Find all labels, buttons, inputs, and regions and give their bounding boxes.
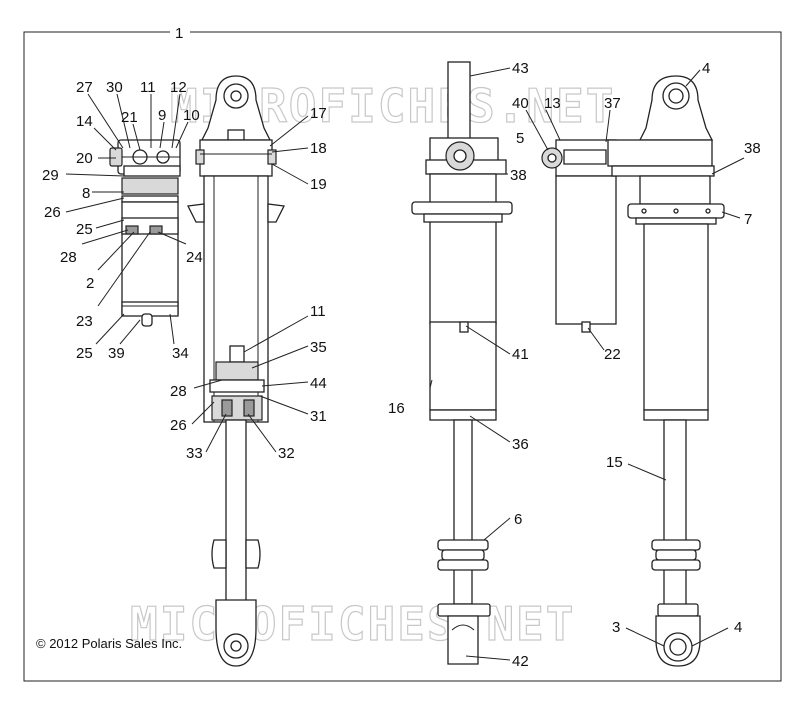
- callout-28-lower: 28: [170, 383, 187, 400]
- callout-31: 31: [310, 408, 327, 425]
- callout-38-right: 38: [744, 140, 761, 157]
- callout-5: 5: [516, 130, 524, 147]
- callout-11: 11: [140, 79, 156, 96]
- callout-16: 16: [388, 400, 405, 417]
- callout-20: 20: [76, 150, 93, 167]
- callout-9: 9: [158, 107, 166, 124]
- callout-2: 2: [86, 275, 94, 292]
- callout-3: 3: [612, 619, 620, 636]
- callout-36: 36: [512, 436, 529, 453]
- callout-35: 35: [310, 339, 327, 356]
- shock-side-view: [411, 61, 513, 665]
- callout-39: 39: [108, 345, 125, 362]
- callout-21: 21: [121, 109, 138, 126]
- copyright-notice: © 2012 Polaris Sales Inc.: [36, 636, 182, 651]
- callout-6: 6: [514, 511, 522, 528]
- callout-23: 23: [76, 313, 93, 330]
- callout-38: 38: [510, 167, 527, 184]
- shock-right-view: [563, 75, 725, 667]
- callout-25: 25: [76, 221, 93, 238]
- diagram-frame: [23, 31, 782, 682]
- callout-11-lower: 11: [310, 303, 326, 320]
- callout-26: 26: [44, 204, 61, 221]
- callout-37: 37: [604, 95, 621, 112]
- callout-17: 17: [310, 105, 327, 122]
- reservoir-external: [541, 139, 617, 333]
- callout-29: 29: [42, 167, 59, 184]
- callout-32: 32: [278, 445, 295, 462]
- callout-22: 22: [604, 346, 621, 363]
- callout-26-lower: 26: [170, 417, 187, 434]
- callout-28: 28: [60, 249, 77, 266]
- callout-assembly: 1: [175, 25, 183, 42]
- callout-42: 42: [512, 653, 529, 670]
- callout-41: 41: [512, 346, 529, 363]
- callout-40: 40: [512, 95, 529, 112]
- callout-13: 13: [544, 95, 561, 112]
- callout-27: 27: [76, 79, 93, 96]
- callout-24: 24: [186, 249, 203, 266]
- callout-44: 44: [310, 375, 327, 392]
- callout-33: 33: [186, 445, 203, 462]
- callout-18: 18: [310, 140, 327, 157]
- callout-30: 30: [106, 79, 123, 96]
- callout-19: 19: [310, 176, 327, 193]
- watermark-bottom: MICROFICHES.NET: [130, 597, 575, 651]
- callout-labels: 1 27 30 11 12 14 21 9 10 20 29 8 26 25 2…: [42, 25, 761, 670]
- callout-15: 15: [606, 454, 623, 471]
- callout-7: 7: [744, 211, 752, 228]
- shock-cutaway: [187, 75, 285, 667]
- callout-4-bottom: 4: [734, 619, 742, 636]
- callout-25-lower: 25: [76, 345, 93, 362]
- callout-12: 12: [170, 79, 187, 96]
- leader-lines: [65, 67, 745, 661]
- callout-34: 34: [172, 345, 189, 362]
- callout-14: 14: [76, 113, 93, 130]
- callout-8: 8: [82, 185, 90, 202]
- reservoir-cutaway: [109, 139, 181, 327]
- callout-43: 43: [512, 60, 529, 77]
- callout-4-top: 4: [702, 60, 710, 77]
- callout-10: 10: [183, 107, 200, 124]
